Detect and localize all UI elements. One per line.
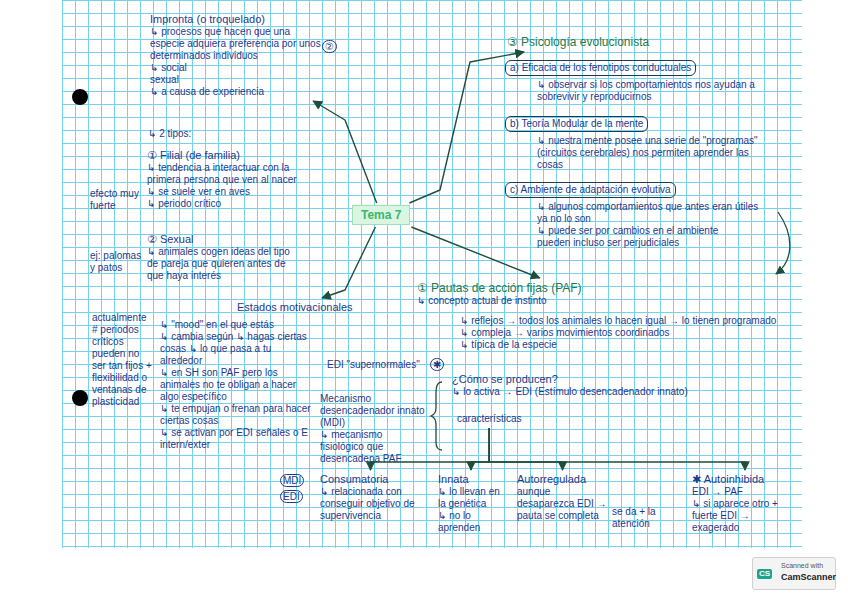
leader-arrow <box>776 212 790 274</box>
note-text: ↳ típica de la especie <box>460 339 786 351</box>
punch-hole <box>72 390 88 406</box>
heading-text: Estados motivacionales <box>237 301 353 314</box>
note-label: ↳ 2 tipos: <box>148 128 191 140</box>
note-text: ↳ en SH son PAF pero los animales no te … <box>160 367 311 403</box>
text-block: EDI "supernormales" <box>325 358 422 372</box>
callout-mark: ② <box>322 40 337 53</box>
callout-mark: MDI <box>280 474 304 487</box>
note-text: EDI → PAF <box>692 486 798 498</box>
note-text: ↳ lo llevan en la genética <box>438 486 504 510</box>
topic-block: Impronta (o troquelado)↳ procesos que ha… <box>148 12 326 99</box>
note-text: a) Eficacia de los fenotipos conductuale… <box>510 62 691 74</box>
feature-block: Consumatoria↳ relacionada con conseguir … <box>318 472 423 523</box>
note-text: ↳ concepto actual de instinto <box>417 295 743 307</box>
connector-arrow <box>471 428 489 470</box>
punch-hole <box>72 89 88 105</box>
note-text: ↳ te empujan o frenan para hacer ciertas… <box>160 403 311 427</box>
feature-block: Innata↳ lo llevan en la genética↳ no lo … <box>436 472 506 535</box>
text-block: ↳ nuestra mente posee una serie de "prog… <box>535 134 775 172</box>
heading-text: Autorregulada <box>517 473 608 486</box>
note-text: ↳ mecanismo fisiológico que desencadena … <box>320 429 426 465</box>
heading: Estados motivacionales <box>235 300 355 315</box>
note-text: ↳ no lo aprenden <box>438 510 504 534</box>
note-text: b) Teoría Modular de la mente <box>510 118 643 130</box>
topic-block: ① Filial (de familia)↳ tendencia a inter… <box>145 148 315 211</box>
heading-text: ① Filial (de familia) <box>147 149 313 162</box>
note-text: ↳ cambia según ↳ hagas ciertas cosas ↳ l… <box>160 331 311 367</box>
text-block: ↳ algunos comportamientos que antes eran… <box>535 200 770 250</box>
connector-arrow <box>489 428 745 470</box>
feature-block: Autorreguladaaunque desaparezca EDI → pa… <box>515 472 610 523</box>
heading: ③ Psicología evolucionista <box>505 34 651 50</box>
note-text: ↳ nuestra mente posee una serie de "prog… <box>537 135 773 171</box>
note-text: ↳ observar si los comportamientos nos ay… <box>537 79 778 103</box>
heading-text: Consumatoria <box>320 473 421 486</box>
note-text: ↳ periodo crítico <box>147 198 313 210</box>
note-text: ↳ a causa de experiencia <box>150 86 324 98</box>
note-text: sexual <box>150 74 324 86</box>
heading-text: ¿Cómo se producen? <box>452 373 778 386</box>
note-text: ↳ si aparece otro + fuerte EDI → exagera… <box>692 498 798 534</box>
note-label: CS <box>757 569 772 579</box>
boxed-heading: b) Teoría Modular de la mente <box>505 116 648 132</box>
note-label: CamScanner <box>781 572 836 582</box>
connector-arrow <box>409 52 524 203</box>
note-text: ↳ social <box>150 62 324 74</box>
note-label: se da + la atención <box>612 506 684 530</box>
connector-arrow <box>411 227 539 278</box>
note-text: ↳ se suele ver en aves <box>147 186 313 198</box>
heading-text: ③ Psicología evolucionista <box>507 35 649 49</box>
note-text: ↳ se activan por EDI señales o E intern/… <box>160 427 311 451</box>
note-text: ↳ algunos comportamientos que antes eran… <box>537 201 768 225</box>
note-label: actualmente # periodos críticos pueden n… <box>92 312 154 408</box>
note-text: EDI "supernormales" <box>327 359 420 371</box>
text-block: ↳ "mood" en el que estás↳ cambia según ↳… <box>158 318 313 452</box>
note-text: ↳ puede ser por cambios en el ambiente <box>537 225 768 237</box>
text-block: Mecanismo desencadenador innato (MDI)↳ m… <box>318 392 428 466</box>
connector-arrow <box>322 227 375 298</box>
note-text: ↳ relacionada con conseguir objetivo de … <box>320 486 421 522</box>
note-text: ↳ tendencia a interactuar con la primera… <box>147 162 313 186</box>
note-label: ej: palomas y patos <box>90 250 142 274</box>
note-text: ↳ lo activa → EDI (Estímulo desencadenad… <box>452 386 778 398</box>
note-text: Mecanismo desencadenador innato (MDI) <box>320 393 426 429</box>
boxed-heading: a) Eficacia de los fenotipos conductuale… <box>505 60 696 76</box>
heading-text: ① Pautas de acción fijas (PAF) <box>417 281 743 295</box>
heading-text: Innata <box>438 473 504 486</box>
note-text: Tema 7 <box>361 209 401 221</box>
note-label: efecto muy fuerte <box>90 188 142 212</box>
note-text: pueden incluso ser perjudiciales <box>537 237 768 249</box>
note-text: ↳ procesos que hacen que una especie adq… <box>150 26 324 62</box>
feature-block: ✱ AutoinhibidaEDI → PAF↳ si aparece otro… <box>690 472 800 535</box>
heading-text: ② Sexual <box>147 233 303 246</box>
note-text: c) Ambiente de adaptación evolutiva <box>510 184 671 196</box>
connector-arrow <box>489 428 562 470</box>
note-text: ↳ animales cogen ideas del tipo de parej… <box>147 246 303 282</box>
heading: ① Pautas de acción fijas (PAF)↳ concepto… <box>415 280 745 308</box>
connector-arrow <box>313 101 377 203</box>
heading: características <box>455 412 523 426</box>
note-text: características <box>457 413 521 425</box>
note-text: ↳ "mood" en el que estás <box>160 319 311 331</box>
topic-block: ② Sexual↳ animales cogen ideas del tipo … <box>145 232 305 283</box>
text-block: ↳ observar si los comportamientos nos ay… <box>535 78 780 104</box>
text-block: ¿Cómo se producen?↳ lo activa → EDI (Est… <box>450 372 780 399</box>
note-label: Scanned with <box>781 562 823 570</box>
boxed-heading: c) Ambiente de adaptación evolutiva <box>505 182 676 198</box>
brace <box>431 382 442 450</box>
callout-mark: ✱ <box>430 358 444 371</box>
note-text: aunque desaparezca EDI → pauta se comple… <box>517 486 608 522</box>
heading-text: Impronta (o troquelado) <box>150 13 324 26</box>
text-block: ↳ reflejos → todos los animales lo hacen… <box>458 314 788 352</box>
note-text: ↳ reflejos → todos los animales lo hacen… <box>460 315 786 327</box>
heading-text: ✱ Autoinhibida <box>692 473 798 486</box>
center-topic: Tema 7 <box>352 205 410 225</box>
note-text: ↳ compleja → varios movimientos coordina… <box>460 327 786 339</box>
callout-mark: EDI <box>280 490 303 503</box>
